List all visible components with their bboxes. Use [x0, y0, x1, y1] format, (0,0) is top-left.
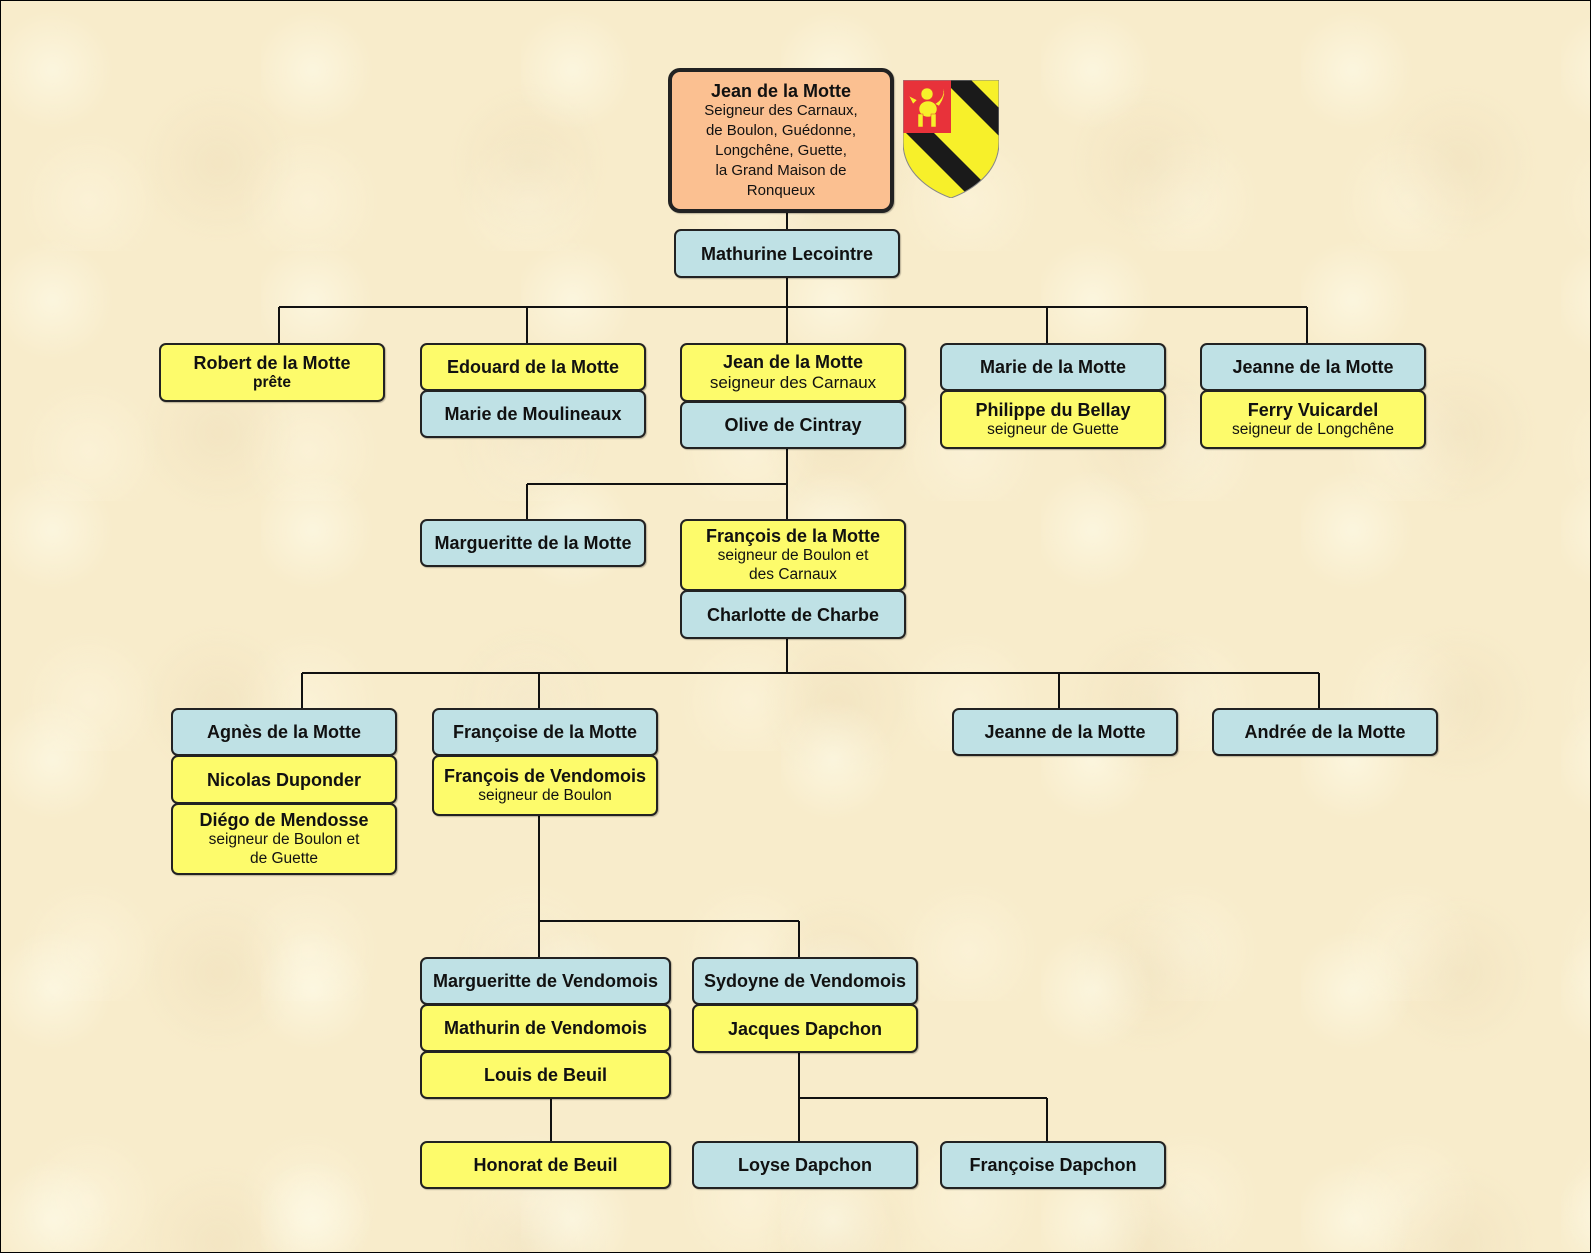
spouse-name: Diégo de Mendosse: [199, 810, 369, 830]
spouse-name: Nicolas Duponder: [206, 769, 362, 790]
spouse-card-marie[interactable]: Philippe du Bellay seigneur de Guette: [940, 390, 1166, 449]
person-card-margueritte-vendomois[interactable]: Margueritte de Vendomois: [420, 957, 671, 1005]
person-title: seigneur de Boulon et des Carnaux: [717, 547, 869, 583]
person-name: François de la Motte: [705, 526, 881, 546]
person-card-margueritte[interactable]: Margueritte de la Motte: [420, 519, 646, 567]
person-card-marie[interactable]: Marie de la Motte: [940, 343, 1166, 391]
person-name: Robert de la Motte: [193, 353, 351, 373]
person-card-francoise-dapchon[interactable]: Françoise Dapchon: [940, 1141, 1166, 1189]
person-name: Jeanne de la Motte: [1232, 357, 1394, 377]
person-card-sydoyne[interactable]: Sydoyne de Vendomois: [692, 957, 918, 1005]
person-card-andree[interactable]: Andrée de la Motte: [1212, 708, 1438, 756]
person-name: Andrée de la Motte: [1244, 722, 1406, 742]
person-title: seigneur des Carnaux: [709, 372, 877, 392]
person-card-robert[interactable]: Robert de la Motte prête: [159, 343, 385, 402]
person-card-honorat[interactable]: Honorat de Beuil: [420, 1141, 671, 1189]
spouse-name: Philippe du Bellay: [975, 400, 1131, 420]
person-name: Honorat de Beuil: [473, 1155, 618, 1175]
person-card-agnes[interactable]: Agnès de la Motte: [171, 708, 397, 756]
person-name: Margueritte de Vendomois: [432, 971, 659, 991]
person-card-francoise[interactable]: Françoise de la Motte: [432, 708, 658, 756]
person-card-jeanne[interactable]: Jeanne de la Motte: [1200, 343, 1426, 391]
spouse-card-agnes-2[interactable]: Diégo de Mendosse seigneur de Boulon et …: [171, 803, 397, 875]
person-name: Loyse Dapchon: [737, 1155, 873, 1175]
spouse-card-agnes-1[interactable]: Nicolas Duponder: [171, 755, 397, 804]
spouse-card-jean[interactable]: Olive de Cintray: [680, 401, 906, 449]
person-card-edouard[interactable]: Edouard de la Motte: [420, 343, 646, 391]
spouse-title: seigneur de Guette: [987, 421, 1119, 438]
spouse-name: Jacques Dapchon: [727, 1018, 883, 1039]
spouse-name: Olive de Cintray: [724, 415, 862, 435]
person-title: prête: [253, 374, 291, 391]
person-card-loyse[interactable]: Loyse Dapchon: [692, 1141, 918, 1189]
spouse-name: Louis de Beuil: [483, 1065, 607, 1085]
spouse-name: Charlotte de Charbe: [706, 604, 880, 625]
spouse-card-sydoyne[interactable]: Jacques Dapchon: [692, 1004, 918, 1053]
coat-of-arms-icon: [903, 80, 999, 198]
person-name: Françoise de la Motte: [452, 722, 638, 742]
root-title: Seigneur des Carnaux, de Boulon, Guédonn…: [704, 101, 858, 199]
person-name: Marie de la Motte: [979, 357, 1127, 377]
root-spouse-card[interactable]: Mathurine Lecointre: [674, 229, 900, 278]
person-card-jeanne-gen3[interactable]: Jeanne de la Motte: [952, 708, 1178, 756]
spouse-title: seigneur de Boulon: [478, 787, 612, 804]
spouse-name: Mathurin de Vendomois: [443, 1018, 648, 1038]
spouse-name: Ferry Vuicardel: [1247, 400, 1379, 420]
spouse-name: Marie de Moulineaux: [444, 404, 622, 424]
spouse-card-margueritte-2[interactable]: Louis de Beuil: [420, 1051, 671, 1099]
root-spouse-name: Mathurine Lecointre: [700, 243, 874, 264]
person-card-francois[interactable]: François de la Motte seigneur de Boulon …: [680, 519, 906, 591]
person-name: Jean de la Motte: [722, 351, 864, 372]
person-card-jean[interactable]: Jean de la Motte seigneur des Carnaux: [680, 343, 906, 402]
person-name: Margueritte de la Motte: [434, 533, 632, 553]
spouse-card-edouard[interactable]: Marie de Moulineaux: [420, 390, 646, 438]
spouse-card-jeanne[interactable]: Ferry Vuicardel seigneur de Longchêne: [1200, 390, 1426, 449]
spouse-title: seigneur de Boulon et de Guette: [208, 831, 360, 867]
spouse-card-francois[interactable]: Charlotte de Charbe: [680, 590, 906, 639]
spouse-card-francoise[interactable]: François de Vendomois seigneur de Boulon: [432, 755, 658, 816]
spouse-card-margueritte-1[interactable]: Mathurin de Vendomois: [420, 1004, 671, 1052]
person-name: Jeanne de la Motte: [984, 722, 1146, 742]
spouse-name: François de Vendomois: [443, 766, 647, 786]
spouse-title: seigneur de Longchêne: [1231, 421, 1395, 438]
person-name: Sydoyne de Vendomois: [703, 971, 907, 991]
person-name: Françoise Dapchon: [969, 1155, 1137, 1175]
person-name: Agnès de la Motte: [206, 722, 362, 742]
root-name: Jean de la Motte: [710, 80, 852, 101]
person-name: Edouard de la Motte: [446, 357, 619, 377]
root-person-card[interactable]: Jean de la Motte Seigneur des Carnaux, d…: [668, 68, 894, 213]
